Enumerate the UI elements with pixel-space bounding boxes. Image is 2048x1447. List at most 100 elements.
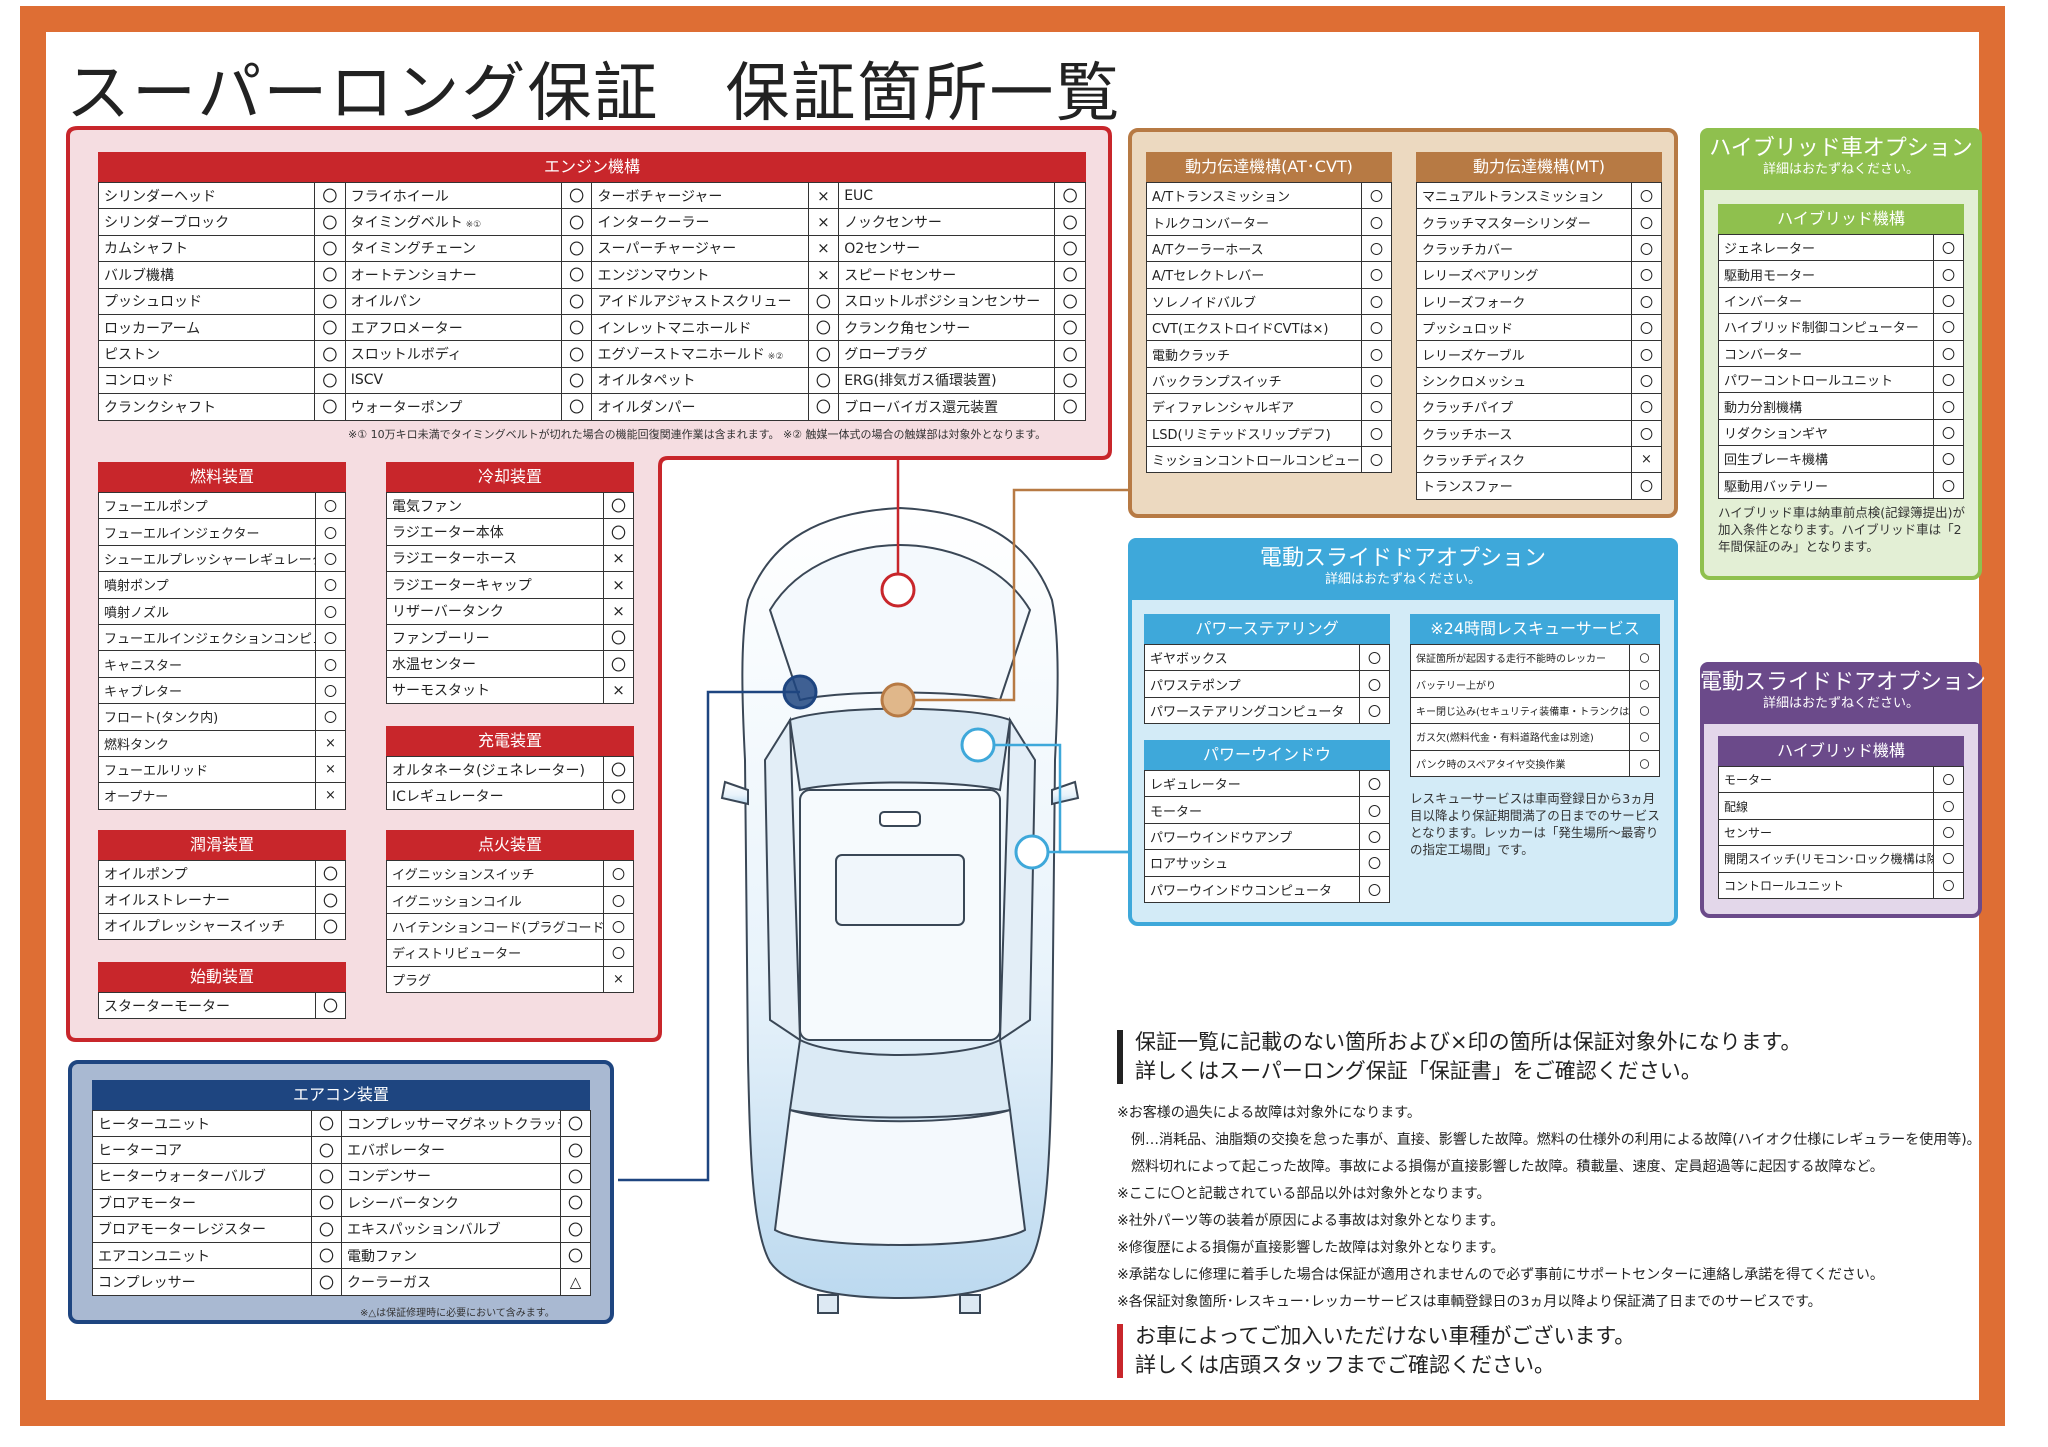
table-row: センサー〇 xyxy=(1718,818,1964,847)
coverage-mark: 〇 xyxy=(1359,643,1390,672)
part-name: キャニスター xyxy=(98,650,316,678)
part-text: プッシュロッド xyxy=(1422,322,1514,338)
part-text: 電気ファン xyxy=(392,498,462,515)
table-row: クラッチマスターシリンダー〇 xyxy=(1416,208,1662,236)
hybrid-title: ハイブリッド車オプション xyxy=(1709,136,1973,161)
coverage-mark: 〇 xyxy=(560,1162,591,1191)
coverage-mark: 〇 xyxy=(315,703,346,731)
coverage-mark: 〇 xyxy=(1933,313,1964,341)
mark-text: × xyxy=(1641,452,1652,468)
part-name: CVT(エクストロイドCVTは×) xyxy=(1146,313,1362,342)
coverage-mark: 〇 xyxy=(315,650,346,678)
table-row: ラジエーターキャップ× xyxy=(386,571,634,599)
part-name: ターボチャージャー xyxy=(591,181,809,210)
part-name: フューエルリッド xyxy=(98,755,316,784)
coverage-mark: 〇 xyxy=(1054,393,1086,421)
mark-text: 〇 xyxy=(1639,401,1653,417)
disclaimer-item: ※社外パーツ等の装着が原因による事故は対象外となります。 xyxy=(1117,1213,1505,1229)
part-name: A/Tトランスミッション xyxy=(1146,181,1362,210)
coverage-mark: 〇 xyxy=(560,1109,591,1138)
coverage-mark: 〇 xyxy=(1359,696,1390,725)
table-row: フューエルリッド× xyxy=(98,755,346,784)
mark-text: 〇 xyxy=(1639,322,1653,338)
part-text: オープナー xyxy=(104,790,169,806)
mark-text: × xyxy=(817,186,830,205)
part-name: アイドルアジャストスクリュー xyxy=(591,287,809,315)
part-text: サーモスタット xyxy=(392,683,490,700)
mark-text: 〇 xyxy=(1639,348,1653,364)
part-name: フロート(タンク内) xyxy=(98,703,316,731)
hybrid-note: ハイブリッド車は納車前点検(記録簿提出)が加入条件となります。ハイブリッド車は「… xyxy=(1718,505,1966,554)
mark-text: 〇 xyxy=(569,345,585,364)
part-text: クラッチマスターシリンダー xyxy=(1422,216,1591,232)
steering-box: パワーステアリング ギヤボックス〇パワステポンプ〇パワーステアリングコンピュータ… xyxy=(1144,614,1390,725)
part-name: 回生ブレーキ機構 xyxy=(1718,445,1934,473)
coverage-mark: 〇 xyxy=(1933,765,1964,794)
table-row: パワーステアリングコンピュータ〇 xyxy=(1144,696,1390,725)
mark-text: 〇 xyxy=(567,1220,583,1239)
mark-text: 〇 xyxy=(1639,190,1653,206)
part-name: オートテンショナー xyxy=(344,261,562,289)
part-text: クランクシャフト xyxy=(104,399,216,416)
table-row: LSD(リミテッドスリップデフ)〇 xyxy=(1146,419,1392,447)
mark-text: 〇 xyxy=(1367,652,1381,668)
mark-text: 〇 xyxy=(1639,733,1650,745)
part-text: フライホイール xyxy=(350,188,449,205)
coverage-mark: 〇 xyxy=(603,518,634,546)
mark-text: 〇 xyxy=(1942,852,1955,867)
part-text: センサー xyxy=(1724,825,1773,840)
mark-text: 〇 xyxy=(567,1194,583,1213)
part-name: エンジンマウント xyxy=(591,261,809,289)
coverage-mark: 〇 xyxy=(603,886,634,914)
table-row: オープナー × xyxy=(98,782,346,810)
coverage-mark: 〇 xyxy=(315,571,346,599)
coverage-mark: × xyxy=(807,181,840,210)
part-name: LSD(リミテッドスリップデフ) xyxy=(1146,419,1362,447)
part-text: 駆動用モーター xyxy=(1724,268,1816,284)
slide-purple-title-band: 電動スライドドアオプション 詳細はおたずねください。 xyxy=(1700,662,1987,724)
coverage-mark: 〇 xyxy=(560,1189,591,1217)
part-text: ディファレンシャルギア xyxy=(1152,401,1295,417)
mark-text: 〇 xyxy=(1639,269,1653,285)
table-row: フューエルインジェクションコンピュータ〇 xyxy=(98,623,346,652)
coverage-mark: 〇 xyxy=(603,782,634,810)
part-name: ガス欠(燃料代金・有料道路代金は別途) xyxy=(1410,723,1630,751)
part-name: キー閉じ込み(セキュリティ装備車・トランクは対象外) xyxy=(1410,696,1630,725)
slide-purple-title: 電動スライドドアオプション xyxy=(1700,670,1987,695)
part-text: パワーコントロールユニット xyxy=(1724,374,1894,390)
part-name: リザーバータンク xyxy=(386,597,604,625)
coverage-mark: 〇 xyxy=(807,287,840,315)
part-text: オイルパン xyxy=(350,294,422,311)
window-table: レギュレーター〇モーター〇パワーウインドウアンプ〇ロアサッシュ〇パワーウインドウ… xyxy=(1144,769,1390,903)
table-row: ブロアモーター〇レシーバータンク〇 xyxy=(92,1189,591,1217)
coverage-mark: 〇 xyxy=(1629,643,1660,672)
part-text: イグニッションスイッチ xyxy=(392,868,535,884)
part-text: コンロッド xyxy=(104,373,174,390)
part-text: ハイテンションコード(プラグコード) xyxy=(392,920,604,936)
part-name: モーター xyxy=(1718,765,1934,794)
table-row: 水温センター〇 xyxy=(386,650,634,678)
coverage-mark: 〇 xyxy=(1631,261,1662,289)
part-name: レギュレーター xyxy=(1144,769,1360,798)
part-name: ジェネレーター xyxy=(1718,233,1934,262)
table-row: シンクロメッシュ〇 xyxy=(1416,366,1662,395)
table-row: オルタネータ(ジェネレーター)〇 xyxy=(386,755,634,784)
table-row: パンク時のスペアタイヤ交換作業〇 xyxy=(1410,749,1660,777)
coverage-mark: × xyxy=(807,208,840,236)
mark-text: 〇 xyxy=(1639,759,1650,771)
table-row: エアコンユニット〇電動ファン〇 xyxy=(92,1241,591,1270)
part-text: パワーウインドウアンプ xyxy=(1150,830,1293,846)
part-name: プッシュロッド xyxy=(1416,313,1632,342)
part-text: カムシャフト xyxy=(104,241,188,258)
part-text: クーラーガス xyxy=(347,1275,431,1292)
mark-text: 〇 xyxy=(1369,269,1383,285)
mark-text: × xyxy=(325,788,336,804)
starter-box: 始動装置 スターターモーター〇 xyxy=(98,962,346,1020)
coverage-mark: 〇 xyxy=(560,287,593,315)
coverage-mark: 〇 xyxy=(1054,181,1086,210)
part-text: トルクコンバーター xyxy=(1152,216,1270,232)
coverage-mark: 〇 xyxy=(1361,366,1392,395)
notice-eligibility-line1: お車によってご加入いただけない車種がございます。 xyxy=(1135,1324,1636,1348)
part-name: エアフロメーター xyxy=(344,313,562,342)
table-row: クラッチホース〇 xyxy=(1416,419,1662,447)
